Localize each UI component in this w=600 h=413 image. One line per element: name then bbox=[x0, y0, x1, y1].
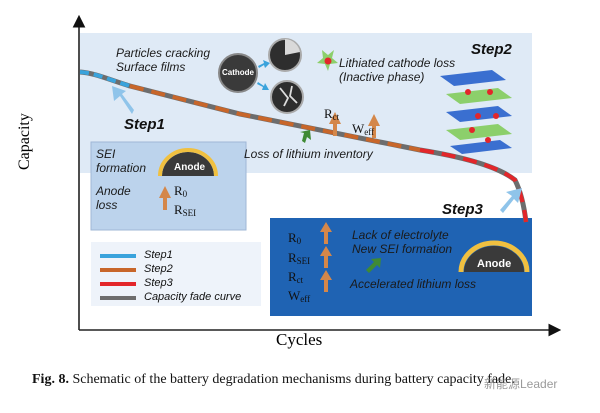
legend-step1: Step1 bbox=[144, 249, 173, 261]
legend-curve: Capacity fade curve bbox=[144, 291, 242, 303]
cathode-particle-label: Cathode bbox=[222, 68, 254, 77]
cause-text: Particles cracking Surface films bbox=[116, 46, 211, 74]
legend-step2: Step2 bbox=[144, 263, 173, 275]
step3-rsei-arrow bbox=[320, 246, 332, 268]
step1-rsei-symbol: RSEI bbox=[174, 202, 197, 218]
step1-anode-icon bbox=[162, 152, 214, 176]
step3-weff-symbol: Weff bbox=[288, 288, 311, 304]
step3-r0-arrow bbox=[320, 222, 332, 244]
step3-anode-icon bbox=[464, 246, 524, 272]
figure-number: Fig. 8. bbox=[32, 372, 69, 387]
crystal-lattice-icon bbox=[440, 70, 512, 154]
inventory-loss-arrow bbox=[300, 130, 311, 143]
cathode-particle bbox=[218, 53, 258, 93]
step2-label: Step2 bbox=[471, 41, 512, 58]
arrow-to-cracked-icon bbox=[258, 60, 270, 68]
accelerated-loss-text: Accelerated lithium loss bbox=[350, 277, 477, 291]
sei-formation-text: SEI formation bbox=[96, 147, 147, 175]
step1-pointer-arrow bbox=[112, 86, 134, 114]
electrolyte-text: Lack of electrolyte New SEI formation bbox=[352, 228, 453, 256]
anode-loss-text: Anode loss bbox=[96, 184, 131, 212]
watermark: 新能源Leader bbox=[484, 377, 558, 391]
inventory-loss-text: Loss of lithium inventory bbox=[244, 147, 373, 161]
step1-resistance-arrow bbox=[159, 186, 171, 210]
cathode-loss-text: Lithiated cathode loss (Inactive phase) bbox=[339, 56, 456, 84]
eff-increase-arrow bbox=[368, 114, 380, 138]
legend-step3: Step3 bbox=[144, 277, 173, 289]
step1-curve-segment bbox=[79, 70, 131, 88]
ct-increase-arrow bbox=[329, 112, 341, 136]
step3-rct-symbol: Rct bbox=[288, 269, 304, 285]
step3-rsei-symbol: RSEI bbox=[288, 250, 311, 266]
ct-symbol: Rct bbox=[324, 106, 340, 122]
step3-pointer-arrow bbox=[500, 188, 522, 213]
x-axis-label: Cycles bbox=[276, 330, 323, 349]
figure-caption: Fig. 8. Schematic of the battery degrada… bbox=[32, 371, 582, 388]
step3-anode-label: Anode bbox=[477, 258, 512, 270]
step3-rct-arrow bbox=[320, 270, 332, 292]
step2-curve-segment bbox=[129, 84, 421, 152]
legend-panel bbox=[91, 242, 261, 306]
arrow-to-film-icon bbox=[257, 82, 269, 90]
step1-r0-symbol: R0 bbox=[174, 183, 188, 199]
step3-r0-symbol: R0 bbox=[288, 230, 302, 246]
y-axis-label: Capacity bbox=[16, 113, 33, 170]
eff-symbol: Weff bbox=[352, 121, 375, 137]
step3-label: Step3 bbox=[442, 201, 483, 218]
step1-label: Step1 bbox=[124, 116, 165, 133]
caption-text: Schematic of the battery degradation mec… bbox=[68, 372, 515, 387]
step1-anode-label: Anode bbox=[174, 162, 206, 173]
step3-curve-segment bbox=[419, 148, 528, 223]
step3-lithium-loss-arrow bbox=[366, 258, 381, 273]
